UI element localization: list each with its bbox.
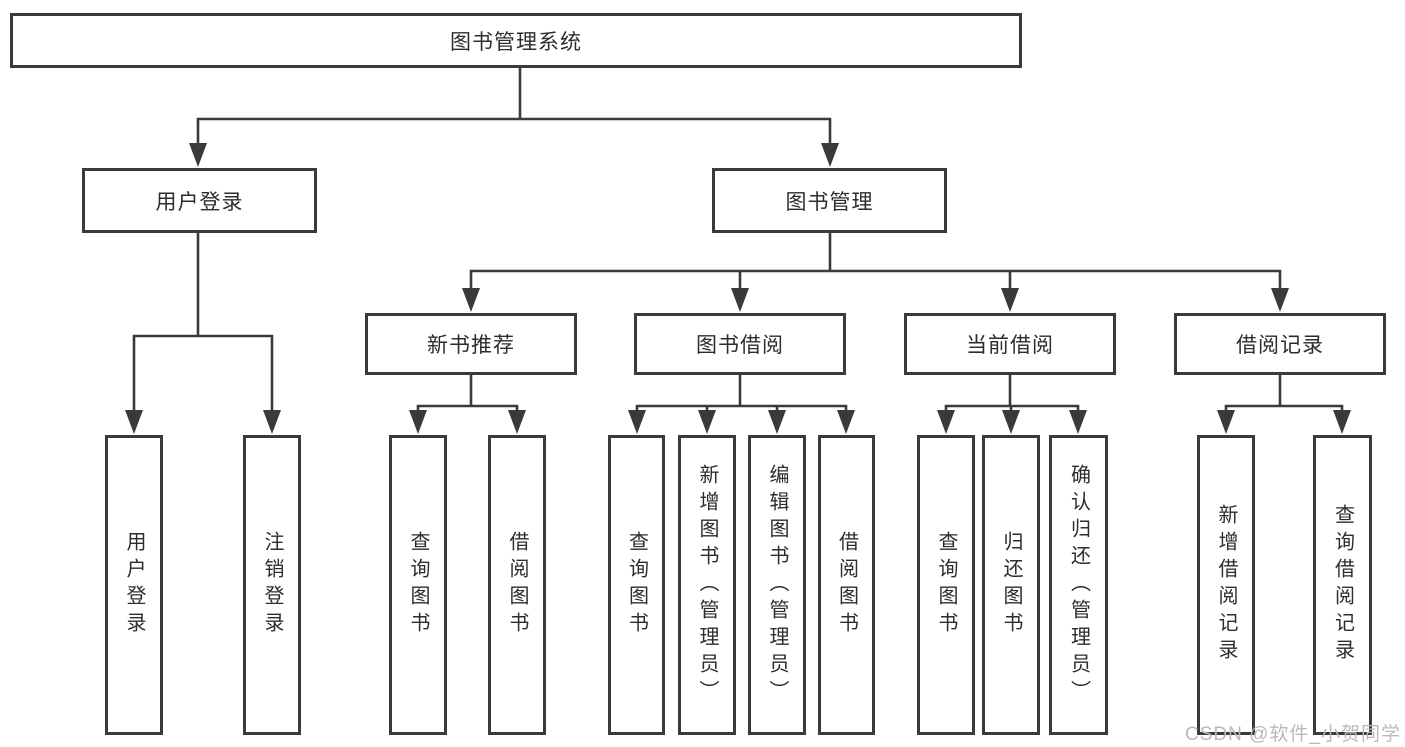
leaf-query-books: 查询图书 [608,435,665,735]
leaf-user-login: 用户登录 [105,435,163,735]
leaf-logout: 注销登录 [243,435,301,735]
leaf-add-borrow-record: 新增借阅记录 [1197,435,1255,735]
node-new-book-recommend: 新书推荐 [365,313,577,375]
node-label: 图书管理系统 [450,30,582,54]
leaf-borrow-books: 借阅图书 [488,435,546,735]
node-label: 用户登录 [155,190,244,214]
leaf-confirm-return-admin: 确认归还（管理员） [1049,435,1108,735]
leaf-borrow-books: 借阅图书 [818,435,875,735]
leaf-return-books: 归还图书 [982,435,1040,735]
leaf-edit-books-admin: 编辑图书（管理员） [748,435,806,735]
node-library-management-system: 图书管理系统 [10,13,1022,68]
node-current-borrowing: 当前借阅 [904,313,1116,375]
leaf-query-books: 查询图书 [389,435,447,735]
node-label: 借阅记录 [1236,334,1324,357]
node-book-borrowing: 图书借阅 [634,313,846,375]
node-label: 新书推荐 [427,334,515,357]
csdn-watermark: CSDN @软件_小贺同学 [1185,724,1401,745]
node-label: 当前借阅 [966,334,1054,357]
node-label: 图书管理 [785,190,874,214]
node-user-login: 用户登录 [82,168,317,233]
leaf-query-books: 查询图书 [917,435,975,735]
node-borrowing-records: 借阅记录 [1174,313,1386,375]
node-label: 图书借阅 [696,334,784,357]
leaf-add-books-admin: 新增图书（管理员） [678,435,736,735]
leaf-query-borrow-record: 查询借阅记录 [1313,435,1372,735]
node-book-management: 图书管理 [712,168,947,233]
